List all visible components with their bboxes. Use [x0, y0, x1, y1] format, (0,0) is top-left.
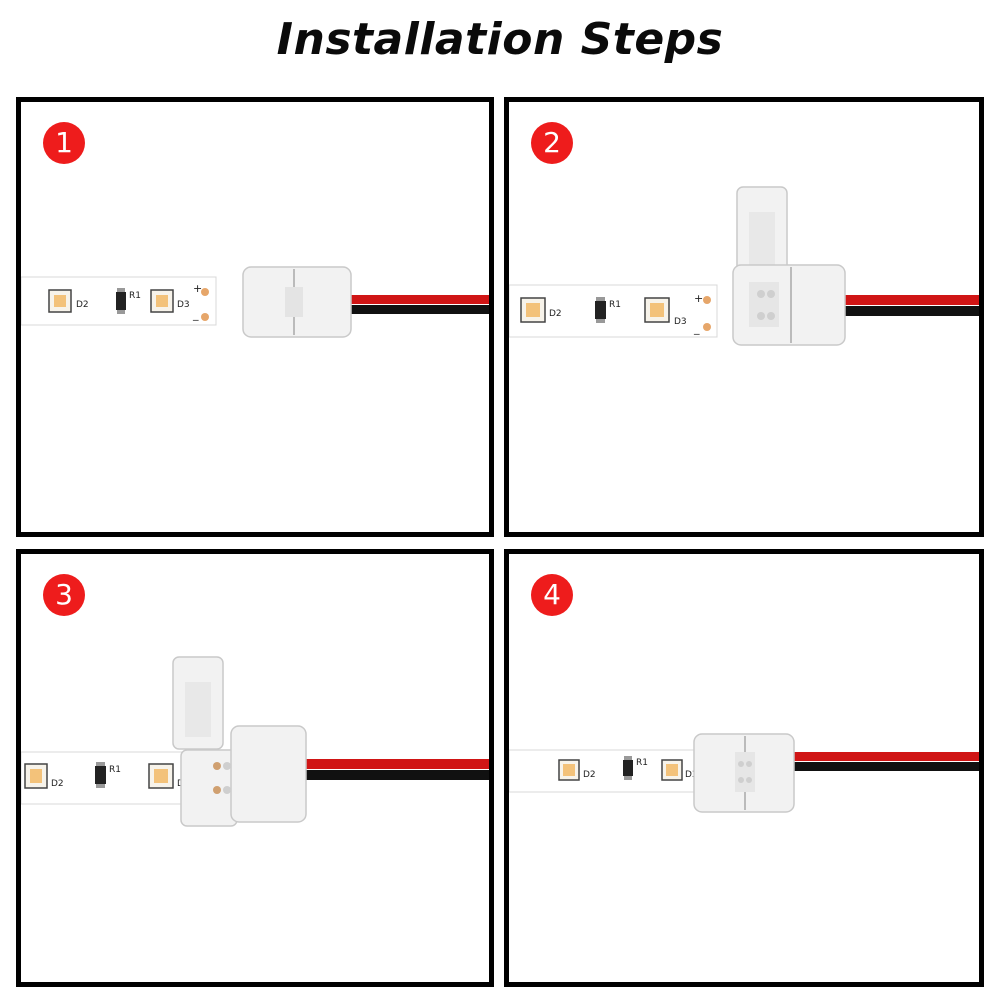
connector-inserting: [172, 656, 307, 827]
step-4-badge: 4: [531, 574, 573, 616]
step-1-badge: 1: [43, 122, 85, 164]
resistor-r1-label: R1: [636, 758, 648, 768]
step-2-panel: 2 D2 R1 D3 + _: [504, 97, 984, 537]
wire-pair: [791, 752, 979, 771]
led-d3-label: D3: [674, 317, 687, 327]
led-strip: D2 R1 D3 + _: [21, 276, 217, 326]
led-d2-label: D2: [549, 309, 562, 319]
step-4-panel: 4 D2 R1 D3: [504, 549, 984, 987]
plus-marking: +: [193, 282, 202, 295]
step-4-illustration: D2 R1 D3: [509, 733, 979, 813]
led-d3-label: D3: [177, 300, 190, 310]
led-d2-label: D2: [51, 779, 64, 789]
led-d3-label: D3: [685, 770, 698, 780]
minus-marking: _: [192, 308, 199, 321]
minus-marking: _: [693, 322, 700, 335]
resistor-r1-label: R1: [109, 765, 121, 775]
led-strip: D2 R1 D3: [509, 749, 705, 793]
step-3-illustration: D2 R1 D3 + _: [21, 656, 489, 827]
led-d2-label: D2: [76, 300, 89, 310]
wire-pair: [341, 295, 489, 314]
connector: [242, 266, 352, 338]
led-d2-label: D2: [583, 770, 596, 780]
resistor-r1-label: R1: [609, 300, 621, 310]
wire-pair: [839, 295, 979, 316]
connector-open: [732, 186, 846, 346]
step-2-badge: 2: [531, 122, 573, 164]
step-1-illustration: D2 R1 D3 + _: [21, 266, 489, 338]
connector-closed: [693, 733, 795, 813]
step-3-panel: 3 D2 R1 D3 + _: [16, 549, 494, 987]
led-strip: D2 R1 D3 + _: [509, 284, 718, 338]
resistor-r1-label: R1: [129, 291, 141, 301]
page-title: Installation Steps: [276, 14, 724, 65]
plus-marking: +: [694, 292, 703, 305]
step-1-panel: 1 D2 R1 D3 + _: [16, 97, 494, 537]
step-3-badge: 3: [43, 574, 85, 616]
wire-pair: [293, 759, 489, 780]
step-2-illustration: D2 R1 D3 + _: [509, 186, 979, 346]
